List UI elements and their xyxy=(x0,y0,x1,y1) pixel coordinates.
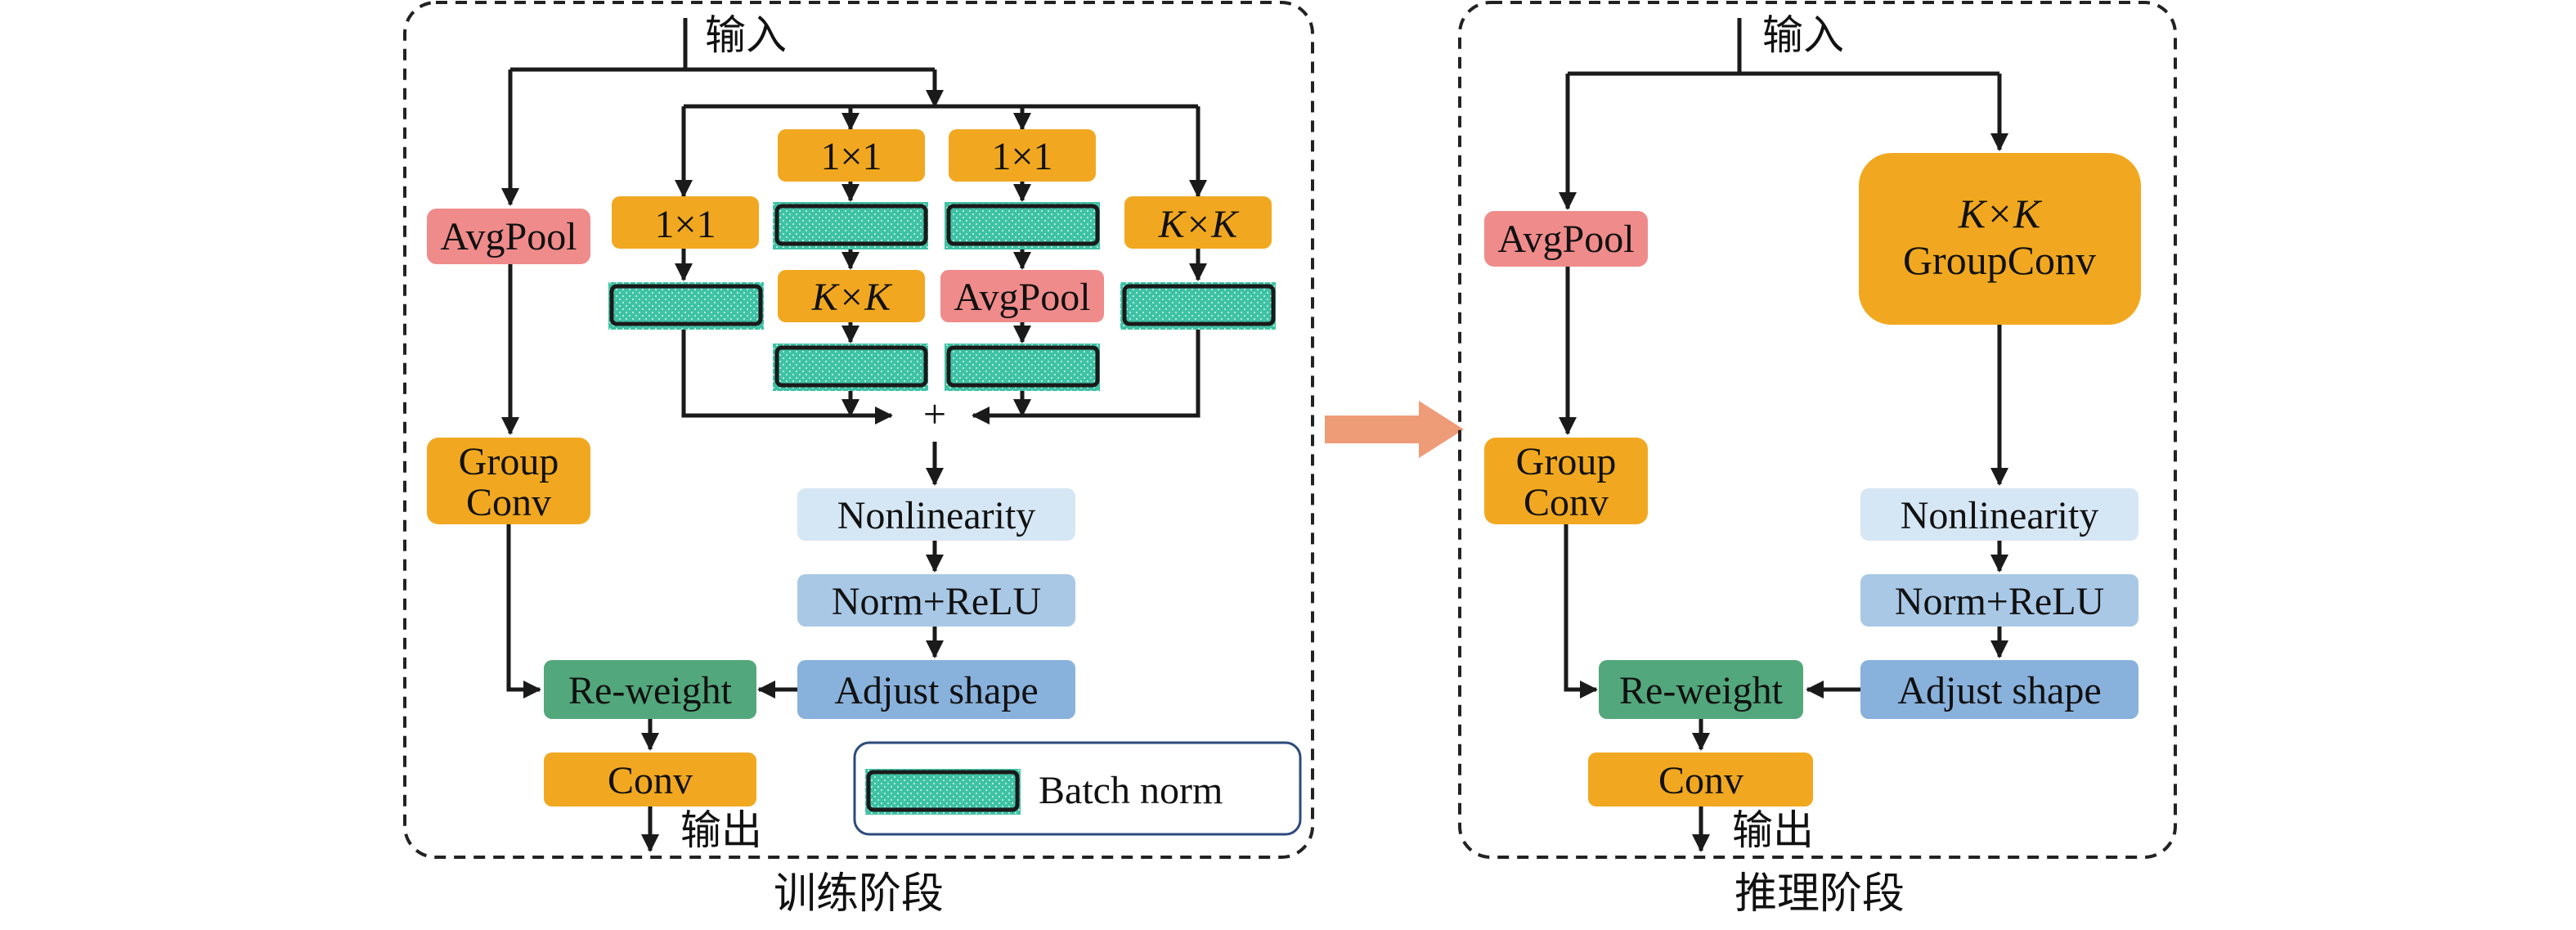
inference-conv-box xyxy=(1588,753,1813,806)
training-norm-relu-label: Norm+ReLU xyxy=(832,580,1041,623)
inference-caption: 推理阶段 xyxy=(1735,871,1905,918)
training-group-conv-box xyxy=(427,438,590,524)
inference-conv-label: Conv xyxy=(1658,759,1744,802)
inference-group-conv-line2: Conv xyxy=(1524,481,1609,524)
training-kxk-branch4-box xyxy=(1124,196,1272,249)
training-avgpool-box xyxy=(427,209,590,264)
training-conv-label: Conv xyxy=(608,759,693,802)
training-nonlinearity-box xyxy=(797,488,1075,541)
training-avgpool-label: AvgPool xyxy=(440,215,577,258)
inference-reweight-label: Re-weight xyxy=(1619,669,1784,712)
inference-group-conv-box xyxy=(1484,438,1648,524)
training-conv1x1-branch1-box xyxy=(612,196,759,249)
inference-group-conv-line1: Group xyxy=(1516,440,1617,483)
legend-batchnorm-label: Batch norm xyxy=(1039,769,1223,812)
training-conv1x1-branch1-label: 1×1 xyxy=(654,203,716,246)
inference-panel: 输入 AvgPool Group Conv K×K GroupConv Nonl… xyxy=(1458,1,2177,918)
training-adjust-shape-label: Adjust shape xyxy=(834,669,1038,712)
inference-avgpool-label: AvgPool xyxy=(1497,218,1634,261)
inference-norm-relu-label: Norm+ReLU xyxy=(1895,580,2104,623)
training-reweight-box xyxy=(544,660,756,719)
inference-input-label: 输入 xyxy=(1762,12,1844,58)
inference-groupconv-label: GroupConv xyxy=(1903,237,2096,283)
inference-panel-border xyxy=(1458,1,2177,859)
training-conv1x1-branch3-box xyxy=(949,129,1096,182)
training-conv-box xyxy=(544,753,756,806)
inference-output-label: 输出 xyxy=(1732,807,1814,853)
inference-adjust-shape-label: Adjust shape xyxy=(1897,669,2101,712)
training-sum-symbol: + xyxy=(923,391,946,437)
training-conv1x1-branch2-label: 1×1 xyxy=(820,135,882,178)
training-reweight-label: Re-weight xyxy=(568,669,733,712)
inference-norm-relu-box xyxy=(1860,574,2138,627)
training-nonlinearity-label: Nonlinearity xyxy=(837,494,1036,537)
inference-kxk-label: K×K xyxy=(1958,191,2043,236)
training-group-conv-line2: Conv xyxy=(466,481,551,524)
inference-nonlinearity-label: Nonlinearity xyxy=(1901,494,2099,537)
training-kxk-branch4-label: K×K xyxy=(1158,203,1240,246)
training-kxk-branch2-label: K×K xyxy=(811,276,893,319)
training-panel-border xyxy=(403,1,1314,859)
inference-nonlinearity-box xyxy=(1860,488,2138,541)
training-adjust-shape-box xyxy=(797,660,1075,719)
transition-arrow xyxy=(1325,401,1464,458)
training-input-label: 输入 xyxy=(705,12,787,58)
inference-avgpool-box xyxy=(1484,211,1648,267)
training-branch-avgpool-box xyxy=(940,270,1104,322)
training-output-label: 输出 xyxy=(680,807,762,853)
inference-reweight-box xyxy=(1599,660,1803,719)
training-branch-avgpool-label: AvgPool xyxy=(954,276,1090,319)
training-group-conv-line1: Group xyxy=(459,440,559,483)
inference-kxk-groupconv-box xyxy=(1859,153,2141,325)
training-kxk-branch2-box xyxy=(778,270,925,322)
inference-adjust-shape-box xyxy=(1860,660,2138,719)
training-norm-relu-box xyxy=(797,574,1075,627)
training-conv1x1-branch3-label: 1×1 xyxy=(991,135,1052,178)
training-caption: 训练阶段 xyxy=(774,871,944,918)
training-panel: 输入 AvgPool Group Conv 1×1 1×1 K×K xyxy=(403,1,1314,918)
training-conv1x1-branch2-box xyxy=(778,129,925,182)
